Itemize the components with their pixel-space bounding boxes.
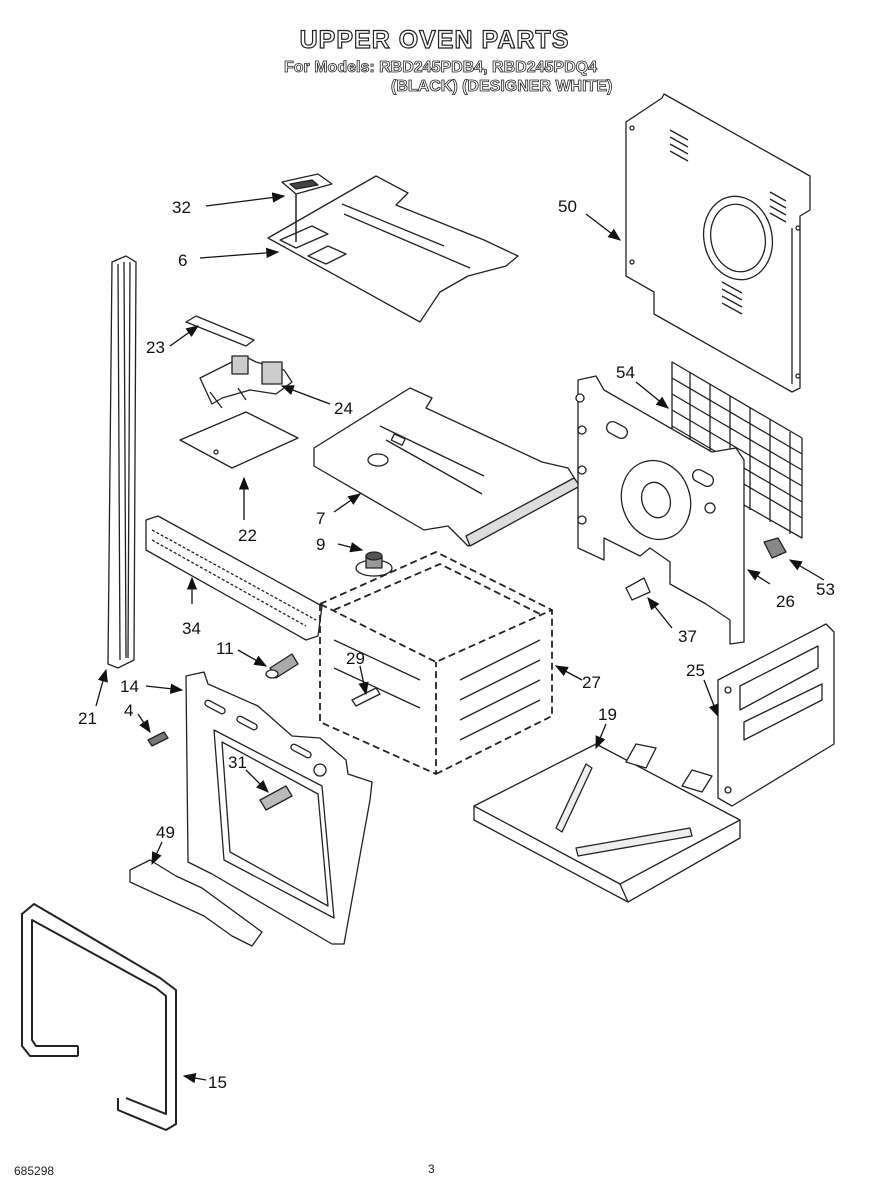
part-15-door-gasket	[21, 903, 177, 1131]
models-subtitle: For Models: RBD245PDB4, RBD245PDQ4 (BLAC…	[284, 58, 613, 96]
callout-37: 37	[678, 627, 697, 646]
part-7-heat-shield	[313, 387, 581, 547]
page-title: UPPER OVEN PARTS	[299, 25, 570, 54]
part-34-control-panel	[145, 515, 323, 641]
document-number: 685298	[14, 1164, 55, 1178]
callout-54: 54	[616, 363, 635, 382]
callout-25: 25	[686, 661, 705, 680]
callout-29: 29	[346, 649, 365, 668]
part-53-clip	[763, 537, 787, 559]
part-4-screw	[147, 731, 169, 747]
callout-15: 15	[208, 1073, 227, 1092]
callout-31: 31	[228, 753, 247, 772]
callout-4: 4	[124, 701, 133, 720]
part-11-light-socket	[265, 653, 299, 679]
callout-24: 24	[334, 399, 353, 418]
part-22-pad	[179, 411, 299, 469]
part-27-liner-slots	[333, 639, 541, 741]
callout-23: 23	[146, 338, 165, 357]
part-21-side-trim	[107, 255, 137, 669]
part-19-bottom-tray	[473, 743, 741, 903]
callout-34: 34	[182, 619, 201, 638]
part-6-top-panel	[267, 175, 519, 323]
callout-6: 6	[178, 251, 187, 270]
callout-9: 9	[316, 535, 325, 554]
callout-22: 22	[238, 526, 257, 545]
callout-7: 7	[316, 509, 325, 528]
part-49-trim	[129, 859, 263, 947]
part-32-plate	[281, 173, 333, 195]
callout-50: 50	[558, 197, 577, 216]
part-29-rack-guide	[351, 687, 381, 707]
callout-14: 14	[120, 677, 139, 696]
callout-32: 32	[172, 198, 191, 217]
callout-11: 11	[216, 639, 234, 658]
part-24-switch-assembly	[199, 355, 293, 409]
part-25-side-panel	[717, 623, 835, 807]
part-9-thermostat	[355, 551, 393, 577]
part-27-oven-liner	[319, 551, 553, 775]
callout-26: 26	[776, 592, 795, 611]
callout-49: 49	[156, 823, 175, 842]
leader-lines	[95, 192, 825, 1084]
callout-21: 21	[78, 709, 97, 728]
part-50-rear-panel	[625, 93, 811, 393]
part-14-front-frame	[185, 671, 373, 945]
callout-27: 27	[582, 673, 601, 692]
part-26-side-panel	[575, 375, 745, 645]
part-23-bracket	[185, 315, 255, 347]
callout-19: 19	[598, 705, 617, 724]
callout-labels: 32 6 50 23 24 54 22 7 9 34 26 53 37 11 2…	[78, 197, 835, 1092]
part-31-hinge-pin	[259, 785, 293, 811]
models-line-2: (BLACK) (DESIGNER WHITE)	[391, 78, 613, 96]
part-37-sensor	[625, 577, 651, 601]
callout-53: 53	[816, 580, 835, 599]
models-line-1: For Models: RBD245PDB4, RBD245PDQ4	[284, 59, 598, 77]
page-number: 3	[428, 1162, 435, 1176]
